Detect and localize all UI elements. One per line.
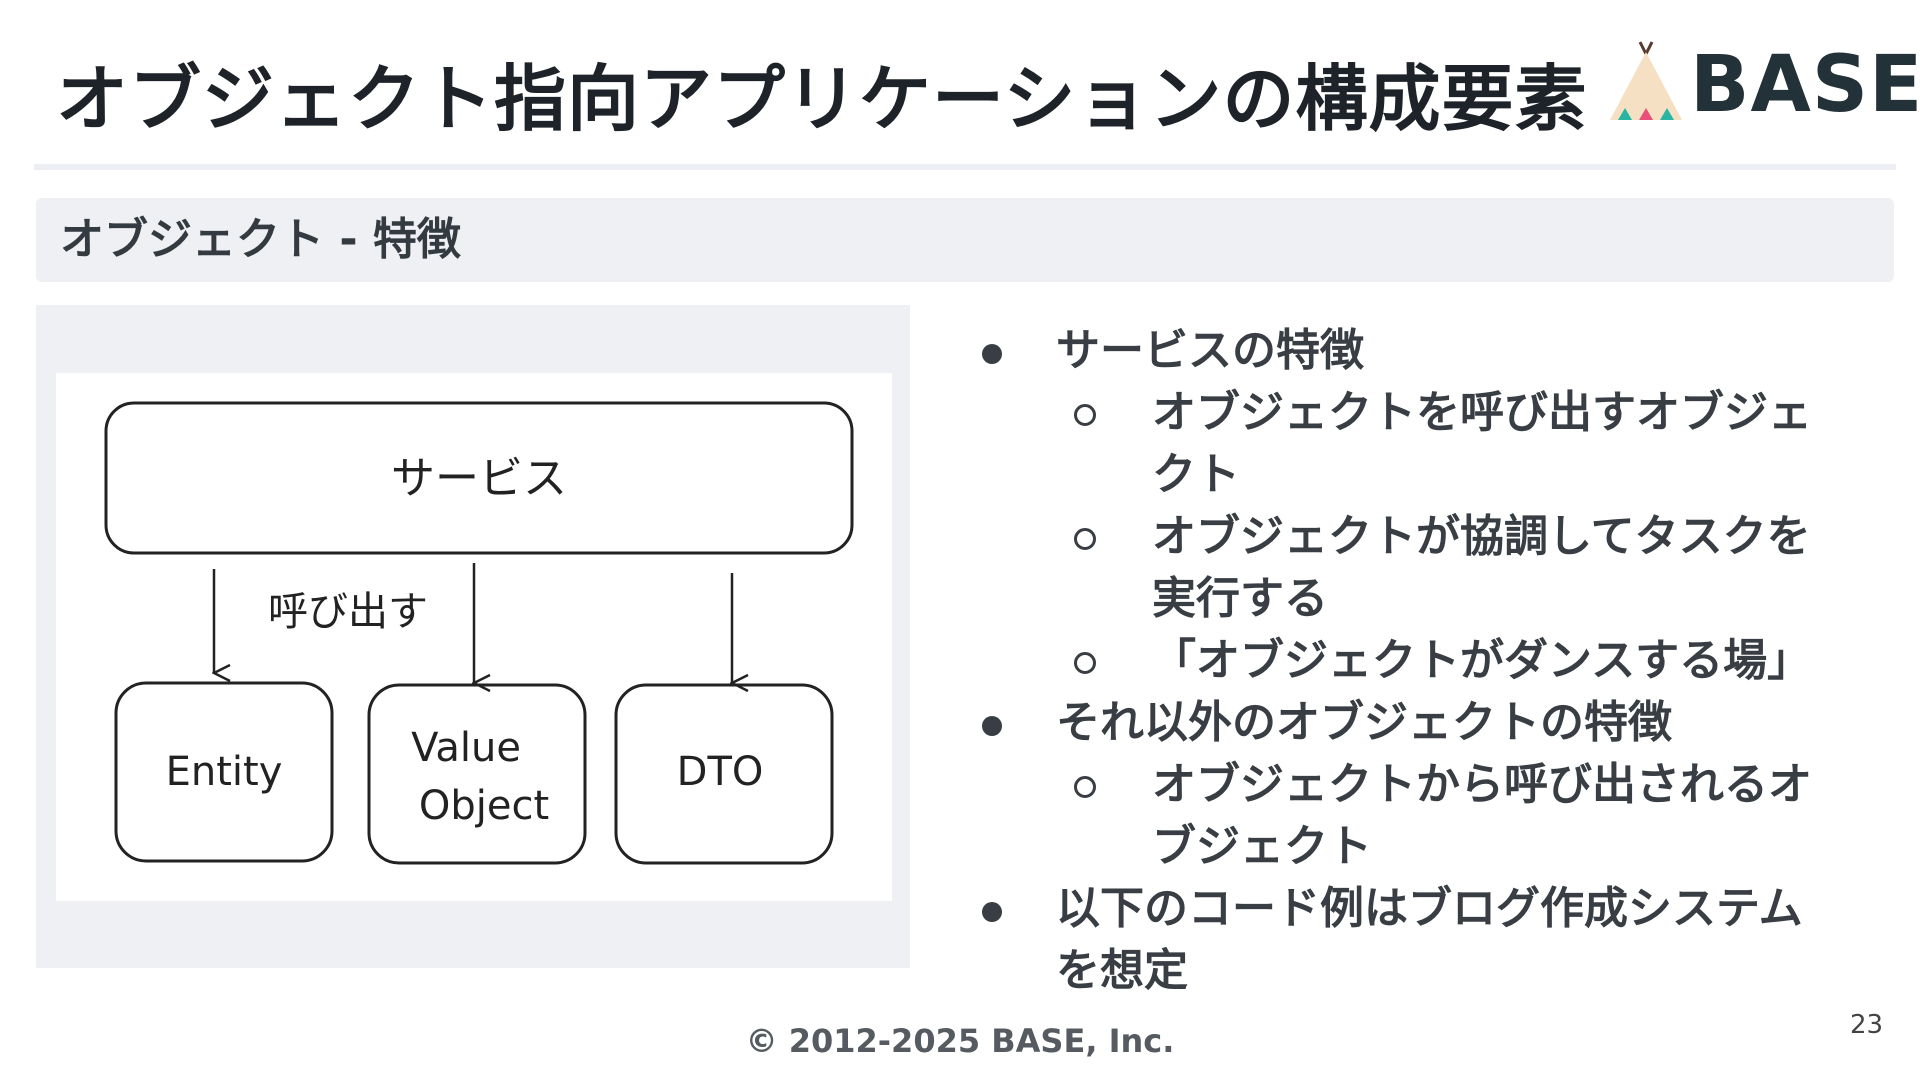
value-object-label-line2: Object xyxy=(419,783,549,829)
diagram-panel: サービス 呼び出す Entity Value Object DTO xyxy=(36,305,910,968)
subtitle-bar: オブジェクト - 特徴 xyxy=(36,198,1894,282)
page-title: オブジェクト指向アプリケーションの構成要素 xyxy=(56,57,1588,141)
bullet-code-example: 以下のコード例はブログ作成システム を想定 xyxy=(972,878,1872,1002)
entity-label: Entity xyxy=(166,749,283,795)
section-subtitle: オブジェクト - 特徴 xyxy=(60,214,461,265)
object-diagram: サービス 呼び出す Entity Value Object DTO xyxy=(56,373,892,901)
bullet-service-features: サービスの特徴 xyxy=(972,320,1872,382)
sub-bullet: オブジェクトを呼び出すオブジェ クト xyxy=(972,382,1872,506)
service-label: サービス xyxy=(391,453,567,504)
sub-bullet: オブジェクトから呼び出されるオ ブジェクト xyxy=(972,754,1872,878)
sub-bullet-circle xyxy=(1074,404,1096,426)
bullet-text-line2: を想定 xyxy=(1056,945,1188,996)
sub-bullet-text-line1: オブジェクトから呼び出されるオ xyxy=(1152,759,1812,810)
sub-bullet-text-line2: 実行する xyxy=(1152,573,1328,624)
sub-bullet: オブジェクトが協調してタスクを 実行する xyxy=(972,506,1872,630)
sub-bullet-text-line1: 「オブジェクトがダンスする場」 xyxy=(1152,635,1812,686)
bullet-text-line1: 以下のコード例はブログ作成システム xyxy=(1056,883,1803,934)
bullet-text: それ以外のオブジェクトの特徴 xyxy=(1056,697,1672,748)
bullet-dot xyxy=(982,902,1002,922)
base-logo: BASE xyxy=(1602,40,1920,130)
sub-bullet-text-line1: オブジェクトを呼び出すオブジェ xyxy=(1152,387,1812,438)
call-label: 呼び出す xyxy=(268,589,428,635)
logo-wordmark: BASE xyxy=(1690,40,1920,130)
service-box: サービス xyxy=(104,401,854,555)
bullet-dot xyxy=(982,716,1002,736)
bullet-dot xyxy=(982,344,1002,364)
sub-bullet-circle xyxy=(1074,776,1096,798)
teepee-icon xyxy=(1610,41,1682,120)
bullet-other-objects: それ以外のオブジェクトの特徴 xyxy=(972,692,1872,754)
entity-box: Entity xyxy=(114,681,334,863)
sub-bullet-text-line1: オブジェクトが協調してタスクを xyxy=(1152,511,1811,562)
value-object-label-line1: Value xyxy=(411,725,521,771)
bullet-text: サービスの特徴 xyxy=(1056,325,1364,376)
page-number: 23 xyxy=(1850,1010,1884,1040)
sub-bullet-circle xyxy=(1074,528,1096,550)
sub-bullet-text-line2: クト xyxy=(1152,449,1240,500)
copyright: © 2012-2025 BASE, Inc. xyxy=(745,1022,1175,1060)
dto-label: DTO xyxy=(677,749,764,795)
sub-bullet-text-line2: ブジェクト xyxy=(1152,821,1372,872)
sub-bullet: 「オブジェクトがダンスする場」 xyxy=(972,630,1872,692)
sub-bullet-circle xyxy=(1074,652,1096,674)
value-object-box: Value Object xyxy=(367,683,587,865)
dto-box: DTO xyxy=(614,683,834,865)
title-divider xyxy=(34,164,1896,170)
bullet-list: サービスの特徴 オブジェクトを呼び出すオブジェ クト オブジェクトが協調してタス… xyxy=(972,320,1872,1002)
